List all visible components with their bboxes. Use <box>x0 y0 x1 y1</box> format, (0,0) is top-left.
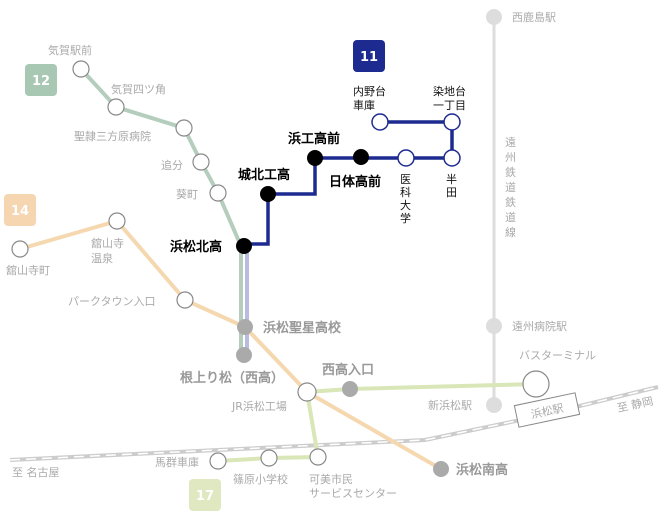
svg-text:医: 医 <box>400 173 411 186</box>
jr-line <box>9 385 659 462</box>
svg-text:学: 学 <box>400 211 411 225</box>
station-nishikajima[interactable] <box>486 9 502 25</box>
label-hamako: 浜工高前 <box>288 131 340 147</box>
stop-nishiko-iriguchi[interactable] <box>342 381 358 397</box>
svg-text:鉄: 鉄 <box>505 165 516 179</box>
stop-someji[interactable] <box>443 113 461 131</box>
label-someji: 染地台 <box>433 84 466 98</box>
svg-text:道: 道 <box>505 180 516 194</box>
stop-nittai[interactable] <box>353 149 369 165</box>
stop-minami[interactable] <box>433 461 449 477</box>
label-shin-hamamatsu: 新浜松駅 <box>428 398 472 412</box>
stop-neagari[interactable] <box>236 347 252 363</box>
stop-hokko[interactable] <box>236 238 252 254</box>
label-hokko: 浜松北高 <box>170 239 222 255</box>
label-johoku: 城北工高 <box>238 167 290 183</box>
label-someji-2: 一丁目 <box>433 99 466 112</box>
stop-kiga-yotsukado[interactable] <box>107 98 125 116</box>
label-kiga-eki: 気賀駅前 <box>48 43 92 57</box>
stop-jr-kojo[interactable] <box>297 382 317 402</box>
label-nishikajima: 西鹿島駅 <box>512 10 556 24</box>
label-magome: 馬群車庫 <box>155 455 199 469</box>
stop-uchinodai[interactable] <box>371 113 389 131</box>
label-minami: 浜松南高 <box>456 462 508 478</box>
label-neagari: 根上り松（西高） <box>180 370 284 386</box>
stop-oiwake[interactable] <box>192 153 210 171</box>
stop-seisei[interactable] <box>237 319 253 335</box>
svg-text:鉄: 鉄 <box>505 195 516 209</box>
stop-ika[interactable] <box>397 149 415 167</box>
stop-kami[interactable] <box>309 448 327 466</box>
label-aoi: 葵町 <box>176 188 198 201</box>
label-shinohara: 篠原小学校 <box>233 472 288 486</box>
label-parktown: パークタウン入口 <box>68 295 156 308</box>
svg-text:田: 田 <box>446 186 457 199</box>
stop-handa[interactable] <box>443 149 461 167</box>
station-shin-hamamatsu[interactable] <box>486 397 502 413</box>
station-enshu-byoin[interactable] <box>486 318 502 334</box>
stop-seirei[interactable] <box>175 119 193 137</box>
svg-text:科: 科 <box>400 185 411 199</box>
stop-johoku[interactable] <box>260 186 276 202</box>
route-17-badge[interactable]: 17 <box>189 479 221 511</box>
svg-text:大: 大 <box>400 198 411 212</box>
label-kami-2: サービスセンター <box>309 487 397 500</box>
label-kanzanji-onsen: 舘山寺 <box>91 236 124 250</box>
label-seisei: 浜松聖星高校 <box>263 320 342 336</box>
route-12-line <box>79 67 243 355</box>
label-kanzanji-onsen-2: 温泉 <box>91 251 113 265</box>
label-nittai: 日体高前 <box>329 174 381 190</box>
label-uchinodai: 内野台 <box>353 84 386 98</box>
svg-text:半: 半 <box>446 172 457 186</box>
svg-text:11: 11 <box>360 50 378 65</box>
svg-text:道: 道 <box>505 210 516 224</box>
stop-hamako[interactable] <box>307 150 323 166</box>
stop-shinohara[interactable] <box>260 449 278 467</box>
label-kanzanji-machi: 舘山寺町 <box>6 263 50 277</box>
stop-kanzanji-onsen[interactable] <box>108 212 126 230</box>
label-to-nagoya: 至 名古屋 <box>12 465 60 479</box>
label-nishiko-iriguchi: 西高入口 <box>322 362 374 378</box>
route-12-badge[interactable]: 12 <box>25 64 57 96</box>
stop-parktown[interactable] <box>176 291 194 309</box>
svg-text:遠: 遠 <box>505 136 516 149</box>
label-bus-terminal: バスターミナル <box>519 349 596 362</box>
route-11-badge[interactable]: 11 <box>353 40 385 72</box>
label-uchinodai-2: 車庫 <box>353 98 375 112</box>
svg-text:線: 線 <box>505 225 516 239</box>
label-kiga-yotsukado: 気賀四ツ角 <box>111 82 166 96</box>
label-handa: 半田 <box>446 172 457 199</box>
label-enshu-byoin: 遠州病院駅 <box>512 319 567 333</box>
svg-text:17: 17 <box>196 489 214 504</box>
route-14-line <box>19 218 442 471</box>
stop-bus-terminal[interactable] <box>522 370 550 398</box>
stop-kiga-eki[interactable] <box>72 60 90 78</box>
svg-text:浜松駅: 浜松駅 <box>530 401 565 422</box>
label-jr-kojo: JR浜松工場 <box>231 399 287 413</box>
svg-text:14: 14 <box>11 204 29 219</box>
label-seirei: 聖隷三方原病院 <box>74 129 151 143</box>
svg-text:12: 12 <box>32 74 50 89</box>
stop-aoi[interactable] <box>209 184 227 202</box>
stop-magome[interactable] <box>209 452 227 470</box>
hamamatsu-station-box[interactable]: 浜松駅 <box>513 392 581 428</box>
label-oiwake: 追分 <box>161 158 183 172</box>
label-kami: 可美市民 <box>309 472 353 486</box>
stop-kanzanji-machi[interactable] <box>11 240 29 258</box>
svg-text:州: 州 <box>505 151 516 164</box>
route-14-badge[interactable]: 14 <box>4 194 36 226</box>
